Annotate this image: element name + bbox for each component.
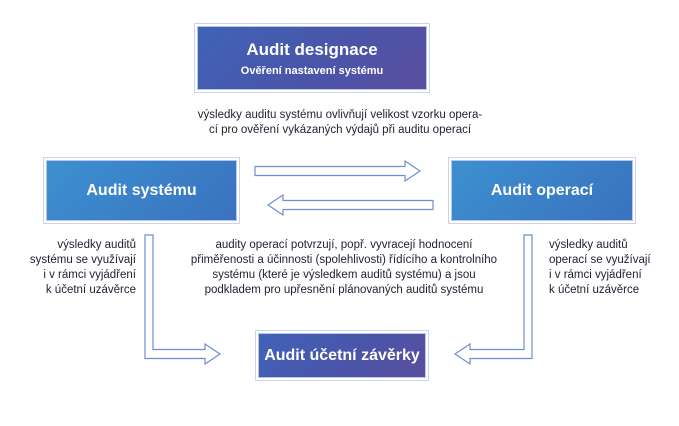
note-right-line: k účetní uzávěrce: [549, 284, 640, 296]
note-left: výsledky auditů systému se využívají i v…: [14, 238, 136, 298]
audit-ucetni-zaverky-box: Audit účetní závěrky: [259, 334, 425, 377]
audit-designace-subtitle: Ověření nastavení systému: [240, 64, 384, 77]
arrow-operations-to-system: [266, 193, 434, 217]
arrow-operations-to-closure: [453, 234, 533, 366]
note-right-line: i v rámci vyjádření: [549, 269, 642, 281]
note-left-line: systému se využívají: [29, 254, 136, 266]
note-right-line: operací se využívají: [549, 254, 651, 266]
note-middle-line: podkladem pro upřesnění plánovaných audi…: [204, 284, 484, 296]
note-middle-line: systému (které je výsledkem auditů systé…: [212, 269, 476, 281]
note-left-line: k účetní uzávěrce: [45, 284, 136, 296]
note-left-line: i v rámci vyjádření: [43, 269, 136, 281]
arrow-system-to-closure: [144, 234, 222, 366]
note-top-line: cí pro ověření vykázaných výdajů při aud…: [208, 124, 472, 136]
audit-operaci-title: Audit operací: [490, 181, 594, 199]
audit-designace-box: Audit designace Ověření nastavení systém…: [198, 27, 426, 89]
note-top: výsledky auditu systému ovlivňují veliko…: [150, 108, 530, 138]
note-middle-line: přiměřenosti a účinnosti (spolehlivosti)…: [190, 254, 498, 266]
note-middle-line: audity operací potvrzují, popř. vyvracej…: [215, 239, 473, 251]
audit-designace-title: Audit designace: [246, 39, 378, 59]
note-right: výsledky auditů operací se využívají i v…: [549, 238, 671, 298]
note-left-line: výsledky auditů: [57, 239, 136, 251]
audit-systemu-box: Audit systému: [47, 161, 236, 220]
note-top-line: výsledky auditu systému ovlivňují veliko…: [197, 109, 483, 121]
note-middle: audity operací potvrzují, popř. vyvracej…: [178, 238, 510, 298]
audit-operaci-box: Audit operací: [452, 161, 632, 220]
arrow-system-to-operations: [254, 159, 422, 183]
audit-systemu-title: Audit systému: [86, 181, 197, 199]
audit-ucetni-zaverky-title: Audit účetní závěrky: [264, 346, 420, 364]
note-right-line: výsledky auditů: [549, 239, 628, 251]
